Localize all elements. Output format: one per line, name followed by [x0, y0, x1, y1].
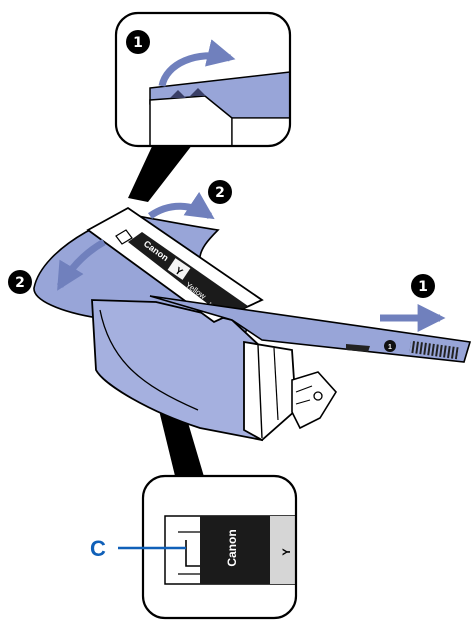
arrow-peel-top	[150, 206, 210, 216]
ink-tank-front	[244, 342, 296, 440]
step-badge-2-top: 2	[208, 180, 232, 204]
callout-label-c: C	[90, 536, 106, 561]
step-2-top-label: 2	[215, 185, 225, 201]
tape-marker-number: 1	[388, 344, 392, 351]
step-badge-2-left: 2	[8, 270, 32, 294]
step-badge-1-right: 1	[411, 274, 435, 298]
step-2-left-label: 2	[15, 275, 25, 291]
step-1-top-label: 1	[133, 35, 143, 51]
top-zoom-connector	[128, 140, 196, 202]
inset-edge-glyph: Y	[281, 548, 293, 556]
step-badge-1-top: 1	[126, 30, 150, 54]
step-1-right-label: 1	[418, 279, 428, 295]
top-zoom-inset: 1	[116, 13, 290, 150]
inset-brand: Canon	[225, 529, 239, 566]
ink-tank-latch	[292, 372, 336, 428]
